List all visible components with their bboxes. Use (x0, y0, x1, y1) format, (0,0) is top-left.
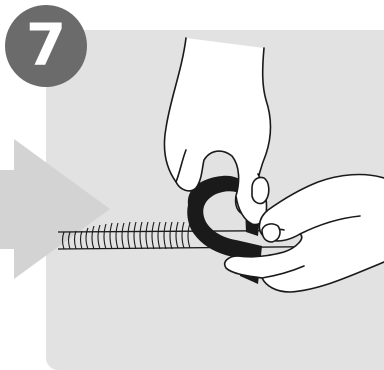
lower-hand-icon (223, 173, 384, 293)
step-number: 7 (25, 11, 67, 79)
step-badge: 7 (5, 5, 87, 87)
upper-hand-icon (163, 37, 272, 226)
